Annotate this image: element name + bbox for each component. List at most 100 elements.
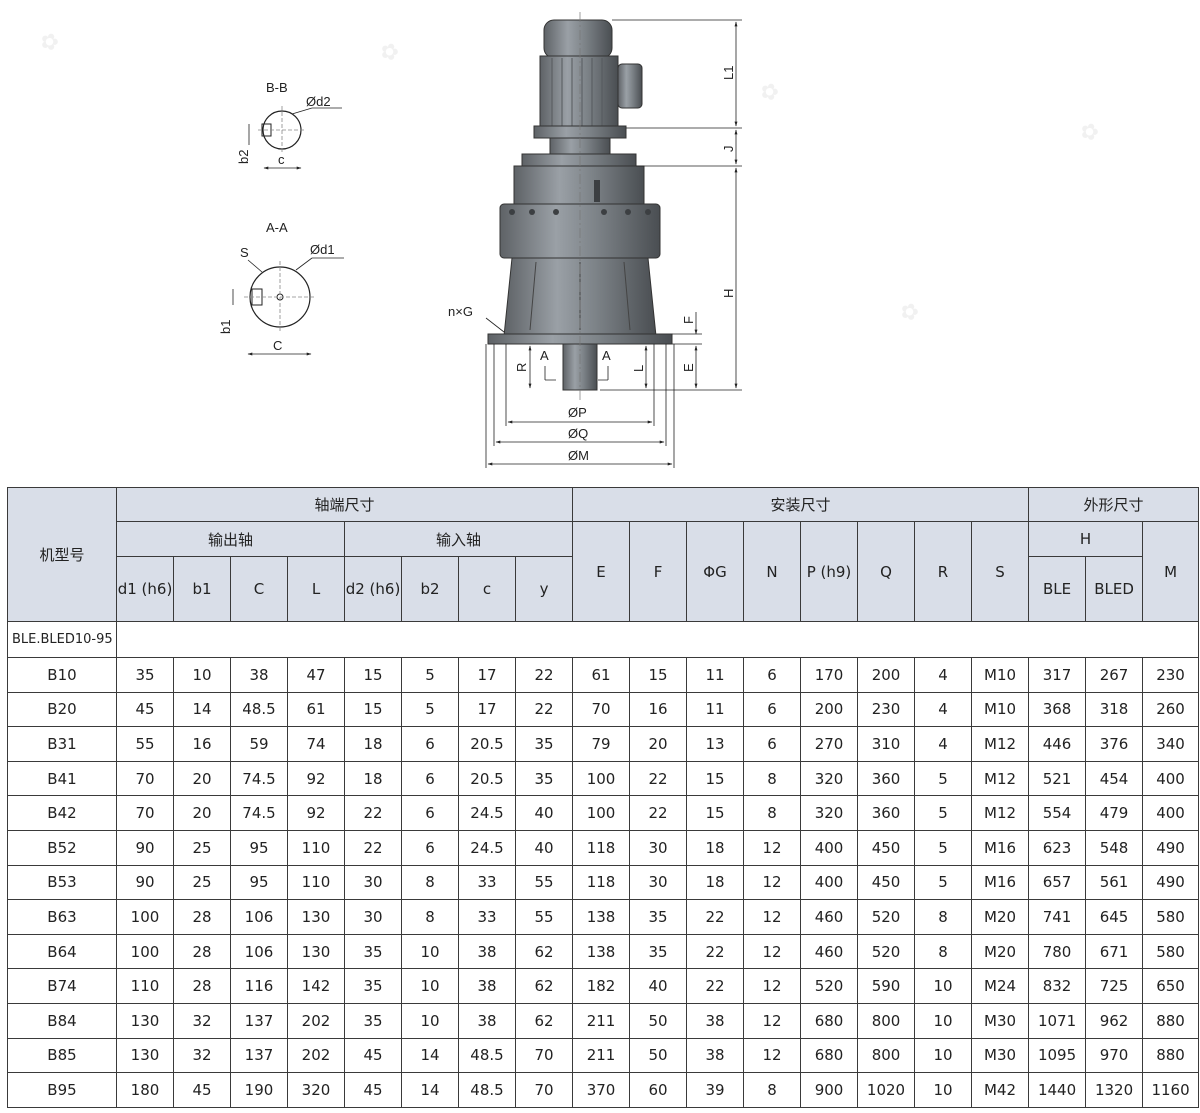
- col-header: Q: [857, 521, 916, 622]
- table-cell: 376: [1085, 726, 1144, 762]
- table-cell: 35: [629, 899, 688, 935]
- table-cell: 48.5: [230, 691, 288, 728]
- table-cell: 6: [401, 795, 459, 831]
- table-cell: 479: [1085, 795, 1144, 831]
- table-cell: 90: [116, 829, 174, 866]
- model-cell: B64: [7, 933, 117, 970]
- table-cell: 35: [514, 726, 574, 762]
- table-cell: 70: [116, 795, 174, 831]
- table-cell: 450: [857, 829, 916, 866]
- table-cell: 10: [914, 1002, 973, 1039]
- table-cell: 35: [116, 657, 174, 693]
- table-cell: 10: [401, 1002, 459, 1039]
- table-cell: 137: [230, 1002, 288, 1039]
- table-cell: 79: [572, 726, 631, 762]
- table-cell: 18: [686, 864, 745, 901]
- table-cell: 260: [1142, 691, 1200, 728]
- table-cell: 110: [116, 968, 174, 1004]
- table-cell: 360: [857, 760, 916, 797]
- technical-drawing: B-B Ød2 b2 c A-A S Ød1: [218, 12, 742, 468]
- table-cell: 50: [629, 1002, 688, 1039]
- dim-f-label: F: [681, 316, 696, 324]
- table-cell: 45: [173, 1072, 231, 1108]
- table-cell: 30: [344, 899, 402, 935]
- table-cell: 92: [287, 760, 345, 797]
- table-cell: 5: [914, 760, 973, 797]
- install-header: 安装尺寸: [572, 487, 1030, 522]
- model-cell: B52: [7, 829, 117, 866]
- table-cell: 61: [572, 657, 631, 693]
- table-cell: 70: [572, 691, 631, 728]
- table-cell: 55: [514, 899, 574, 935]
- table-cell: 200: [800, 691, 859, 728]
- table-cell: 4: [914, 657, 973, 693]
- col-header: P (h9): [800, 521, 859, 622]
- dim-r-label: R: [514, 363, 529, 372]
- table-cell: 38: [458, 933, 516, 970]
- table-cell: 95: [230, 829, 288, 866]
- table-cell: 6: [401, 760, 459, 797]
- table-cell: 6: [743, 657, 802, 693]
- table-cell: 800: [857, 1037, 916, 1074]
- table-cell: 267: [1085, 657, 1144, 693]
- model-cell: B95: [7, 1072, 117, 1108]
- table-cell: 25: [173, 864, 231, 901]
- table-cell: 5: [401, 691, 459, 728]
- table-cell: 16: [629, 691, 688, 728]
- table-cell: 130: [287, 899, 345, 935]
- table-cell: 35: [514, 760, 574, 797]
- dim-c-small-label: c: [278, 152, 285, 167]
- table-cell: 8: [743, 795, 802, 831]
- table-cell: M12: [971, 760, 1030, 797]
- table-cell: 454: [1085, 760, 1144, 797]
- table-cell: 190: [230, 1072, 288, 1108]
- table-cell: 318: [1085, 691, 1144, 728]
- table-cell: 1071: [1028, 1002, 1087, 1039]
- table-cell: 50: [629, 1037, 688, 1074]
- dim-b2-label: b2: [236, 150, 251, 164]
- table-cell: 400: [1142, 760, 1200, 797]
- dim-l-label: L: [631, 365, 646, 372]
- dim-l1-label: L1: [721, 66, 736, 80]
- table-cell: 15: [344, 691, 402, 728]
- dim-b1-label: b1: [218, 320, 233, 334]
- table-cell: 20: [629, 726, 688, 762]
- col-header: d1 (h6): [116, 556, 174, 622]
- table-cell: 4: [914, 691, 973, 728]
- table-cell: 580: [1142, 899, 1200, 935]
- table-cell: 680: [800, 1037, 859, 1074]
- table-cell: 14: [401, 1037, 459, 1074]
- table-cell: 320: [800, 795, 859, 831]
- dim-q-label: ØQ: [568, 426, 588, 441]
- table-cell: 95: [230, 864, 288, 901]
- table-cell: 12: [743, 899, 802, 935]
- table-cell: 106: [230, 899, 288, 935]
- table-cell: 360: [857, 795, 916, 831]
- table-cell: 12: [743, 829, 802, 866]
- model-cell: B42: [7, 795, 117, 831]
- table-cell: 520: [800, 968, 859, 1004]
- table-cell: 200: [857, 657, 916, 693]
- table-cell: 62: [514, 933, 574, 970]
- table-cell: 5: [914, 795, 973, 831]
- table-cell: 30: [344, 864, 402, 901]
- table-cell: 40: [629, 968, 688, 1004]
- table-cell: 180: [116, 1072, 174, 1108]
- table-cell: 48.5: [458, 1072, 516, 1108]
- table-cell: 25: [173, 829, 231, 866]
- table-cell: 725: [1085, 968, 1144, 1004]
- table-cell: 32: [173, 1002, 231, 1039]
- table-cell: 15: [344, 657, 402, 693]
- table-cell: 48.5: [458, 1037, 516, 1074]
- col-header: F: [629, 521, 688, 622]
- table-cell: 1440: [1028, 1072, 1087, 1108]
- table-cell: 22: [686, 933, 745, 970]
- table-cell: 900: [800, 1072, 859, 1108]
- table-cell: 33: [458, 864, 516, 901]
- table-cell: 320: [800, 760, 859, 797]
